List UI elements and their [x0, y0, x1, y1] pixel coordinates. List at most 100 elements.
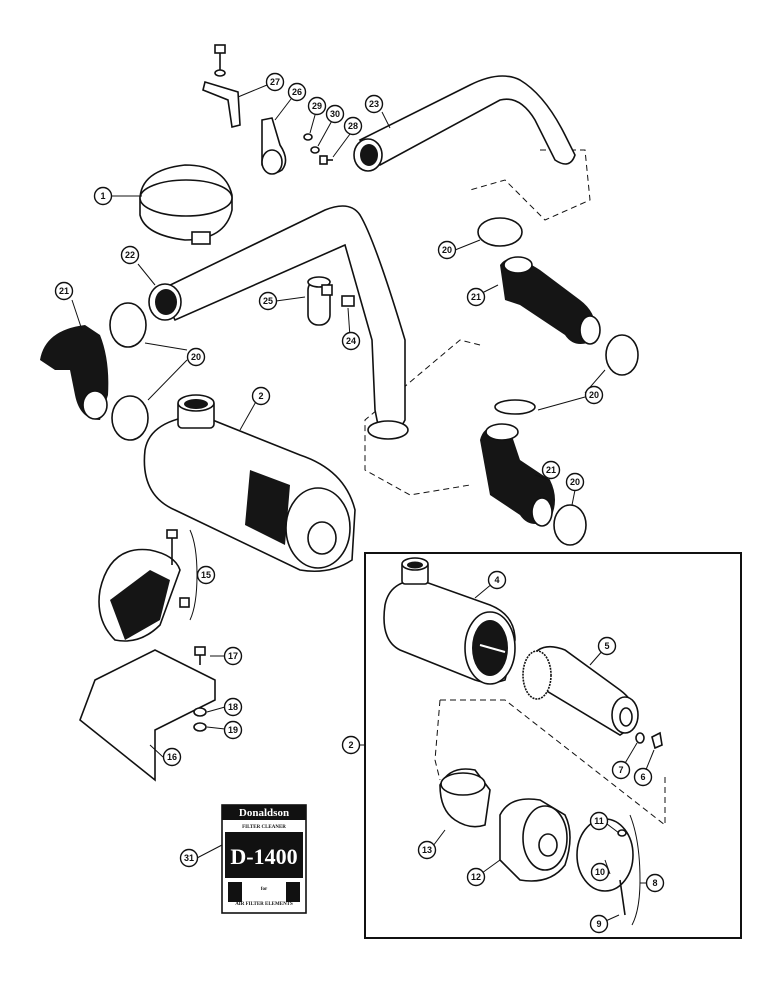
group-bracket-8: [629, 814, 641, 926]
filter-box-subtitle: FILTER CLEANER: [242, 825, 286, 830]
callout-5: 5: [597, 636, 617, 656]
callout-4: 4: [487, 570, 507, 590]
svg-text:13: 13: [422, 845, 432, 855]
callout-21-right-lower: 21: [541, 460, 561, 480]
svg-text:31: 31: [184, 853, 194, 863]
svg-text:15: 15: [201, 570, 211, 580]
bolt-washer-nut: [303, 133, 333, 165]
air-cleaner-assembly: [143, 394, 356, 573]
svg-text:12: 12: [471, 872, 481, 882]
hose-clamp: [477, 217, 523, 247]
filter-box-brand: Donaldson: [239, 807, 289, 819]
callout-19: 19: [223, 720, 243, 740]
svg-text:20: 20: [442, 245, 452, 255]
callout-2: 2: [251, 386, 271, 406]
callout-27: 27: [265, 72, 285, 92]
svg-text:11: 11: [594, 816, 604, 826]
callout-28: 28: [343, 116, 363, 136]
svg-text:8: 8: [652, 878, 657, 888]
elbow-hose-left: [40, 325, 109, 420]
svg-text:22: 22: [125, 250, 135, 260]
svg-text:5: 5: [604, 641, 609, 651]
callout-7: 7: [611, 760, 631, 780]
elbow-hose-right-lower: [480, 423, 555, 527]
callout-6: 6: [633, 767, 653, 787]
svg-text:20: 20: [570, 477, 580, 487]
svg-text:6: 6: [640, 772, 645, 782]
elbow-hose-right-upper: [500, 256, 601, 345]
svg-text:7: 7: [618, 765, 623, 775]
callout-20-right-mid: 20: [584, 385, 604, 405]
filter-box-model: D-1400: [230, 844, 297, 869]
svg-text:1: 1: [100, 191, 105, 201]
callout-24: 24: [341, 331, 361, 351]
washer: [635, 732, 645, 744]
svg-text:20: 20: [589, 390, 599, 400]
svg-text:26: 26: [292, 87, 302, 97]
callout-16: 16: [162, 747, 182, 767]
hose-clamp: [111, 395, 149, 441]
restriction-indicator-fitting: [307, 276, 355, 326]
long-air-tube: [148, 205, 409, 440]
assembly-dashed-line: [434, 699, 666, 827]
svg-text:30: 30: [330, 109, 340, 119]
wing-nut: [651, 731, 663, 750]
svg-text:21: 21: [546, 465, 556, 475]
svg-text:21: 21: [471, 292, 481, 302]
hose-clamp: [494, 399, 536, 415]
filter-cleaner-box: Donaldson FILTER CLEANER D-1400 for AIR …: [221, 804, 307, 914]
svg-text:16: 16: [167, 752, 177, 762]
mounting-plate: [79, 646, 216, 782]
air-cleaner-housing: [383, 557, 516, 685]
filter-box-for: for: [261, 887, 268, 892]
callout-26: 26: [287, 82, 307, 102]
callout-29: 29: [307, 96, 327, 116]
hose-clamp: [605, 334, 639, 376]
svg-text:2: 2: [348, 740, 353, 750]
rain-cap: [139, 164, 233, 245]
svg-text:25: 25: [263, 296, 273, 306]
callout-18: 18: [223, 697, 243, 717]
callout-21-left: 21: [54, 281, 74, 301]
upper-air-tube: [353, 75, 576, 172]
dust-cup: [499, 798, 571, 882]
callout-12: 12: [466, 867, 486, 887]
callout-20-right-top: 20: [437, 240, 457, 260]
tube-clamp-strap: [261, 117, 287, 175]
callout-8: 8: [645, 873, 665, 893]
filter-box-elements: AIR FILTER ELEMENTS: [235, 902, 293, 907]
callout-30: 30: [325, 104, 345, 124]
callout-20-left: 20: [186, 347, 206, 367]
svg-text:21: 21: [59, 286, 69, 296]
callout-9: 9: [589, 914, 609, 934]
svg-text:29: 29: [312, 101, 322, 111]
callout-1: 1: [93, 186, 113, 206]
svg-text:27: 27: [270, 77, 280, 87]
callout-10: 10: [590, 862, 610, 882]
svg-text:9: 9: [596, 919, 601, 929]
hose-clamp: [553, 504, 587, 546]
svg-text:23: 23: [369, 99, 379, 109]
callout-11: 11: [589, 811, 609, 831]
callout-13: 13: [417, 840, 437, 860]
svg-text:28: 28: [348, 121, 358, 131]
callout-23: 23: [364, 94, 384, 114]
band-bracket: [98, 529, 190, 642]
callout-20-right-low: 20: [565, 472, 585, 492]
svg-text:24: 24: [346, 336, 356, 346]
callout-15: 15: [196, 565, 216, 585]
callout-22: 22: [120, 245, 140, 265]
svg-text:17: 17: [228, 651, 238, 661]
callout-31: 31: [179, 848, 199, 868]
callout-21-right-upper: 21: [466, 287, 486, 307]
svg-text:2: 2: [258, 391, 263, 401]
group-bracket-15: [189, 529, 198, 621]
dust-cup-ring: [439, 768, 491, 828]
mounting-bracket: [202, 44, 241, 128]
svg-text:18: 18: [228, 702, 238, 712]
callout-25: 25: [258, 291, 278, 311]
svg-text:19: 19: [228, 725, 238, 735]
callout-2-exploded: 2: [341, 735, 361, 755]
filter-element: [522, 645, 639, 736]
